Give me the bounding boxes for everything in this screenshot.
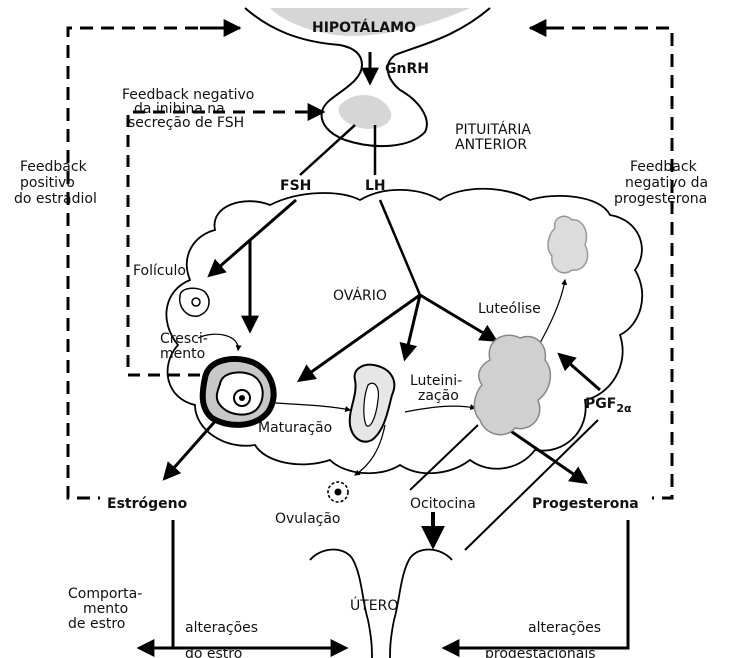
hypothalamus-shape: [244, 7, 491, 148]
label-pgf-main: PGF: [585, 396, 616, 412]
label-uterus: ÚTERO: [350, 596, 398, 614]
label-luteolysis: Luteólise: [478, 301, 541, 317]
label-behavior-line3: de estro: [68, 616, 125, 632]
label-estradiol-line1: Feedback: [20, 159, 88, 175]
ovary-outline: [165, 187, 644, 475]
label-growth-line1: Cresci-: [160, 331, 208, 347]
label-inhibin-line3: secreção de FSH: [128, 115, 244, 131]
label-progesterone-fb-line1: Feedback: [630, 159, 698, 175]
label-inhibin-line2: da inibina na: [134, 101, 225, 117]
label-inhibin-line1: Feedback negativo: [122, 87, 254, 103]
label-ovulation: Ovulação: [275, 511, 341, 527]
label-growth-line2: mento: [160, 346, 205, 362]
label-estradiol-line2: positivo: [20, 175, 75, 191]
label-pgf-sub: 2α: [616, 402, 632, 415]
arrows: [136, 52, 630, 657]
label-fsh: FSH: [280, 178, 311, 194]
label-progest-changes-line2: progestacionais: [485, 646, 596, 658]
small-follicle: [178, 287, 210, 317]
ovulated-follicle: [348, 363, 396, 443]
label-progesterone: Progesterona: [532, 496, 639, 512]
progesterone-feedback-loop: [528, 19, 674, 500]
label-progesterone-fb-line3: progesterona: [614, 191, 707, 207]
label-ovary: OVÁRIO: [333, 287, 387, 304]
label-pituitary-line1: PITUITÁRIA: [455, 121, 531, 138]
label-behavior-line2: mento: [83, 601, 128, 617]
corpus-luteum: [473, 334, 552, 436]
corpus-albicans: [547, 215, 589, 274]
label-follicle: Folículo: [133, 263, 186, 279]
label-luteinization-line2: zação: [418, 388, 459, 404]
label-progest-changes-line1: alterações: [528, 620, 601, 636]
label-estradiol-line3: do estradiol: [14, 191, 97, 207]
inhibin-feedback-loop: [126, 103, 326, 377]
label-oxytocin: Ocitocina: [410, 496, 476, 512]
label-maturation: Maturação: [258, 420, 332, 436]
label-luteinization-line1: Luteini-: [410, 373, 462, 389]
label-behavior-line1: Comporta-: [68, 586, 142, 602]
label-estro-changes-line2: do estro: [185, 646, 242, 658]
label-hypothalamus: HIPOTÁLAMO: [312, 19, 416, 36]
label-pituitary-line2: ANTERIOR: [455, 137, 527, 153]
oocyte: [327, 481, 349, 503]
estradiol-feedback-loop: [66, 19, 242, 500]
label-pgf: PGF2α: [585, 396, 632, 415]
label-gnrh: GnRH: [385, 61, 429, 77]
mature-follicle: [199, 356, 277, 428]
label-progesterone-fb-line2: negativo da: [625, 175, 708, 191]
label-lh: LH: [365, 178, 386, 194]
label-estro-changes-line1: alterações: [185, 620, 258, 636]
label-estrogen: Estrógeno: [107, 496, 188, 512]
